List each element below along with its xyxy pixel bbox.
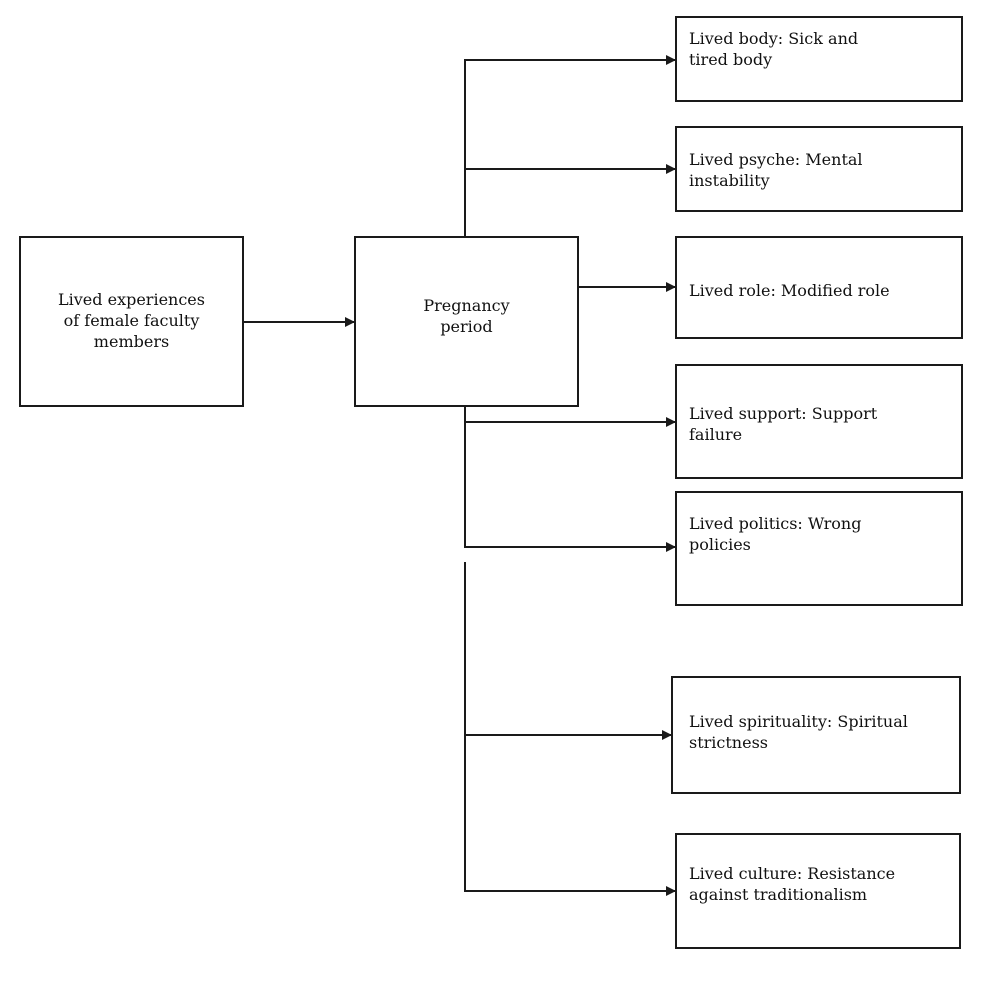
theme-culture-line-2: against traditionalism [689,885,868,904]
theme-spirituality-line-1: Lived spirituality: Spiritual [689,712,908,731]
theme-spirituality-line-2: strictness [689,733,768,752]
hub-box-text: Pregnancy period [423,295,509,337]
theme-box-support: Lived support: Support failure [675,364,963,479]
theme-box-role: Lived role: Modified role [675,236,963,339]
theme-role-line-1: Lived role: Modified role [689,281,890,300]
source-box: Lived experiences of female faculty memb… [19,236,244,407]
source-box-text: Lived experiences of female faculty memb… [58,289,205,352]
theme-politics-line-1: Lived politics: Wrong [689,514,862,533]
theme-psyche-line-1: Lived psyche: Mental [689,150,863,169]
theme-body-line-1: Lived body: Sick and [689,29,859,48]
theme-box-psyche: Lived psyche: Mental instability [675,126,963,212]
hub-box-line-2: period [440,316,493,336]
theme-box-culture: Lived culture: Resistance against tradit… [675,833,961,949]
theme-politics-line-2: policies [689,535,751,554]
source-box-line-1: Lived experiences [58,290,205,309]
theme-body-line-2: tired body [689,50,773,69]
theme-support-line-2: failure [689,425,743,444]
theme-support-line-1: Lived support: Support [689,404,878,423]
hub-box: Pregnancy period [354,236,579,407]
hub-box-line-1: Pregnancy [423,295,510,315]
theme-box-body: Lived body: Sick and tired body [675,16,963,102]
theme-box-politics: Lived politics: Wrong policies [675,491,963,606]
theme-box-spirituality: Lived spirituality: Spiritual strictness [671,676,961,794]
theme-psyche-line-2: instability [689,171,770,190]
source-box-line-2: of female faculty [63,311,200,330]
source-box-line-3: members [93,332,170,351]
theme-culture-line-1: Lived culture: Resistance [689,864,896,883]
